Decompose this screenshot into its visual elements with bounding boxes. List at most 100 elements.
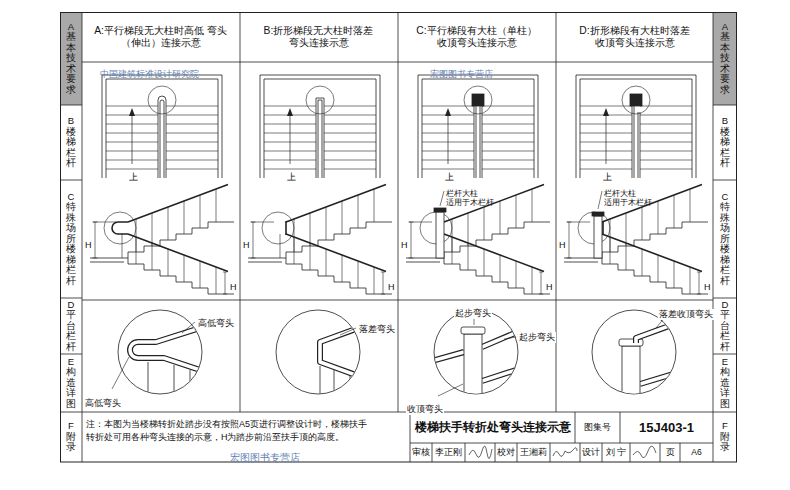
direction-mark-cell: 上 xyxy=(128,166,139,184)
handrail-plan xyxy=(632,106,640,178)
column-heading: A:平行梯段无大柱时高低 弯头（伸出）连接示意 xyxy=(84,25,237,50)
column-heading-cell: B:折形梯段无大柱时落差 弯头连接示意 xyxy=(242,13,395,61)
signature xyxy=(553,448,577,457)
section-tab-cell: A 基本技术要求 xyxy=(60,12,82,105)
callout-label-cell: 起步弯头 xyxy=(518,326,556,344)
callout-label: 起步弯头 xyxy=(518,332,556,343)
callout-label-cell: 落差收顶弯头 xyxy=(658,303,714,321)
watermark: 宏图图书专营店 xyxy=(430,69,493,80)
stair-plan xyxy=(418,75,538,178)
dimension-label: H xyxy=(229,282,238,293)
dimension-label-cell: H xyxy=(242,234,251,252)
section-tab: C 特殊场所楼梯栏杆 xyxy=(720,192,730,286)
rail-tube xyxy=(428,352,464,362)
post-cap xyxy=(461,327,485,334)
watermark: 宏图图书专营店 xyxy=(230,452,300,464)
section-tab-cell: F 附录 xyxy=(60,412,82,462)
watermark: 中国建筑标准设计研究院 xyxy=(100,69,199,80)
column-heading: B:折形梯段无大柱时落差 弯头连接示意 xyxy=(242,25,395,50)
frame-border xyxy=(61,13,737,463)
callout-label: 高低弯头 xyxy=(197,318,235,329)
section-tab: E 构造详图 xyxy=(720,357,730,409)
bend-rail xyxy=(112,222,128,234)
title-block-cell-cell: 李正刚 xyxy=(432,443,465,462)
detail-view xyxy=(619,322,680,404)
column-heading: D:折形梯段有大柱时落差 收顶弯头连接示意 xyxy=(558,25,711,50)
callout-label: 起步弯头 xyxy=(454,308,492,319)
detail-ring xyxy=(148,86,176,114)
drawing-title-cell: 楼梯扶手转折处弯头连接示意 xyxy=(410,412,575,443)
stair-elevation xyxy=(248,185,392,395)
title-block-cell-cell: 图集号 xyxy=(575,412,620,443)
section-tab: B 楼梯栏杆 xyxy=(720,116,730,168)
frame xyxy=(60,12,737,462)
tab-shade xyxy=(61,13,83,106)
section-tab-cell: C 特殊场所楼梯栏杆 xyxy=(713,180,737,298)
dimension-label-cell: H xyxy=(387,276,396,294)
section-tab-cell: B 楼梯栏杆 xyxy=(713,105,737,180)
column-b xyxy=(248,75,392,396)
dimension-label: H xyxy=(703,282,712,293)
detail-view xyxy=(130,326,206,396)
dimension-label-cell: H xyxy=(703,276,712,294)
section-tab: E 构造详图 xyxy=(66,357,76,409)
stair-plan xyxy=(102,75,222,178)
callout-label: 落差弯头 xyxy=(358,324,396,335)
dimension-label: H xyxy=(545,282,554,293)
handrail-plan xyxy=(316,98,324,178)
watermark-cell: 宏图图书专营店 xyxy=(230,447,300,465)
section-tab: F 附录 xyxy=(66,421,76,452)
rail-tube xyxy=(640,372,680,384)
newel-post xyxy=(594,216,602,258)
callout-label-cell: 收顶弯头 xyxy=(406,398,444,416)
frame-lines xyxy=(82,12,713,462)
drawing-number: 15J403-1 xyxy=(639,420,694,436)
column-heading-cell: C:平行梯段有大柱（单柱） 收顶弯头连接示意 xyxy=(400,13,553,61)
column-c xyxy=(406,75,550,404)
dimension-label-cell: H xyxy=(545,276,554,294)
handrail-plan xyxy=(474,106,482,178)
title-block-cell: 李正刚 xyxy=(435,447,462,457)
stair-elevation xyxy=(90,185,234,395)
title-block-cell: 图集号 xyxy=(584,422,611,433)
newel-post-plan xyxy=(630,94,642,106)
title-block-cell: 审核 xyxy=(412,447,430,457)
callout-label-cell: 落差弯头 xyxy=(358,318,396,336)
section-tab: B 楼梯栏杆 xyxy=(66,116,76,168)
leader-line xyxy=(438,315,516,396)
callout-label-cell: 栏杆大柱 xyxy=(446,182,478,200)
drawing-number-cell: 15J403-1 xyxy=(620,412,713,443)
title-block-cell-cell: A6 xyxy=(680,443,713,462)
rail-tube xyxy=(640,372,680,384)
handrail-plan xyxy=(158,96,166,178)
callout-label: 高低弯头 xyxy=(84,398,122,409)
baluster xyxy=(122,234,123,258)
direction-mark: 上 xyxy=(286,172,297,183)
post-cap xyxy=(592,212,604,216)
title-block-cell-cell: 审核 xyxy=(410,443,432,462)
section-tab: F 附录 xyxy=(720,421,730,452)
section-tab: C 特殊场所楼梯栏杆 xyxy=(66,192,76,286)
newel-post xyxy=(622,346,640,404)
callout-label-cell: 适用于木栏杆 xyxy=(604,191,652,209)
leader-line xyxy=(112,322,195,389)
detail-ring xyxy=(622,86,650,114)
rail-tube xyxy=(428,352,464,362)
title-block-lines xyxy=(410,412,713,462)
title-block-cell-cell: 王湘莉 xyxy=(517,443,550,462)
tab-shade xyxy=(713,13,737,106)
dimension-label: H xyxy=(387,282,396,293)
section-tab-cell: B 楼梯栏杆 xyxy=(60,105,82,180)
post-cap xyxy=(434,208,446,212)
dimension-label-cell: H xyxy=(84,234,93,252)
callout-label-cell: 高低弯头 xyxy=(84,392,122,410)
column-heading: C:平行梯段有大柱（单柱） 收顶弯头连接示意 xyxy=(400,25,553,50)
title-block-cell-cell: 设计 xyxy=(580,443,602,462)
callout-label: 栏杆大柱 xyxy=(604,189,636,199)
leader-line xyxy=(598,191,602,209)
newel-post xyxy=(436,212,444,258)
rail-tube xyxy=(482,330,522,347)
title-block-cell: A6 xyxy=(691,447,701,457)
section-tab-cell: E 构造详图 xyxy=(60,354,82,412)
column-heading-cell: D:折形梯段有大柱时落差 收顶弯头连接示意 xyxy=(558,13,711,61)
